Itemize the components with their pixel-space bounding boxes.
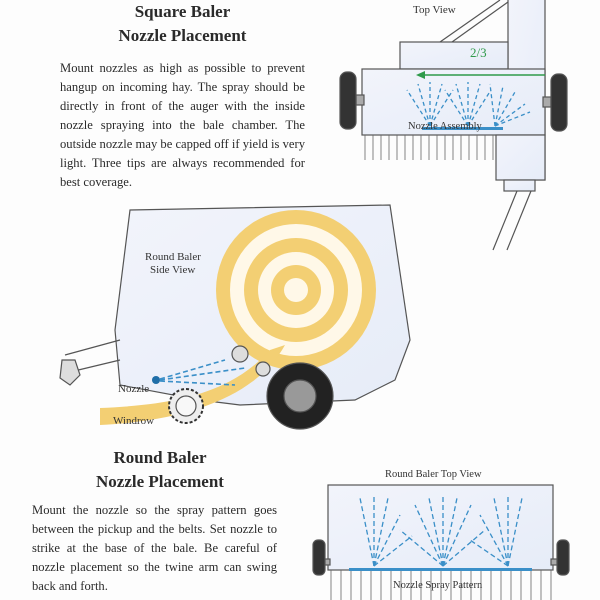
nozzle-assembly-label: Nozzle Assembly (408, 121, 483, 132)
left-wheel-icon (339, 71, 357, 130)
right-wheel-icon (556, 539, 570, 576)
spray-pattern-icon (359, 496, 523, 567)
nozzle-bar (349, 568, 532, 571)
round-baler-title-line1: Round Baler (113, 448, 207, 467)
square-baler-top-view-diagram: Top View 2/3 Nozzle Assembly (339, 0, 568, 251)
pickup-reel-icon (168, 388, 204, 424)
round-baler-instructions: Mount the nozzle so the spray pattern go… (32, 503, 277, 593)
nozzle-icon (152, 376, 160, 384)
left-wheel-icon (312, 539, 326, 576)
square-baler-instructions: Mount nozzles as high as possible to pre… (60, 61, 305, 189)
nozzle-label: Nozzle (118, 383, 149, 395)
round-baler-title-line2: Nozzle Placement (96, 472, 224, 491)
bale-icon (216, 210, 376, 370)
spray-pattern-icon (406, 82, 531, 127)
fraction-label: 2/3 (470, 45, 487, 60)
windrow-label: Windrow (113, 415, 154, 427)
square-baler-title: Square Baler Nozzle Placement (90, 0, 275, 48)
nozzle-bar (422, 127, 503, 130)
square-baler-title-line1: Square Baler (134, 2, 231, 21)
square-baler-title-line2: Nozzle Placement (118, 26, 247, 45)
side-view-label-line2: Side View (150, 264, 195, 276)
round-baler-title: Round Baler Nozzle Placement (65, 446, 255, 494)
round-baler-top-view-diagram: Round Baler Top View Nozzle Spray Patter… (312, 469, 570, 600)
nozzle-spray-pattern-label: Nozzle Spray Pattern (393, 580, 483, 591)
tractor-wheel-icon (266, 362, 334, 430)
square-baler-view-label: Top View (413, 4, 456, 16)
round-baler-view-label: Round Baler Top View (385, 469, 482, 480)
side-view-label-line1: Round Baler (145, 251, 201, 263)
windrow-hay (100, 345, 285, 425)
right-wheel-icon (550, 73, 568, 132)
round-baler-side-view-diagram: Round Baler Side View Nozzle Windrow (59, 204, 411, 430)
